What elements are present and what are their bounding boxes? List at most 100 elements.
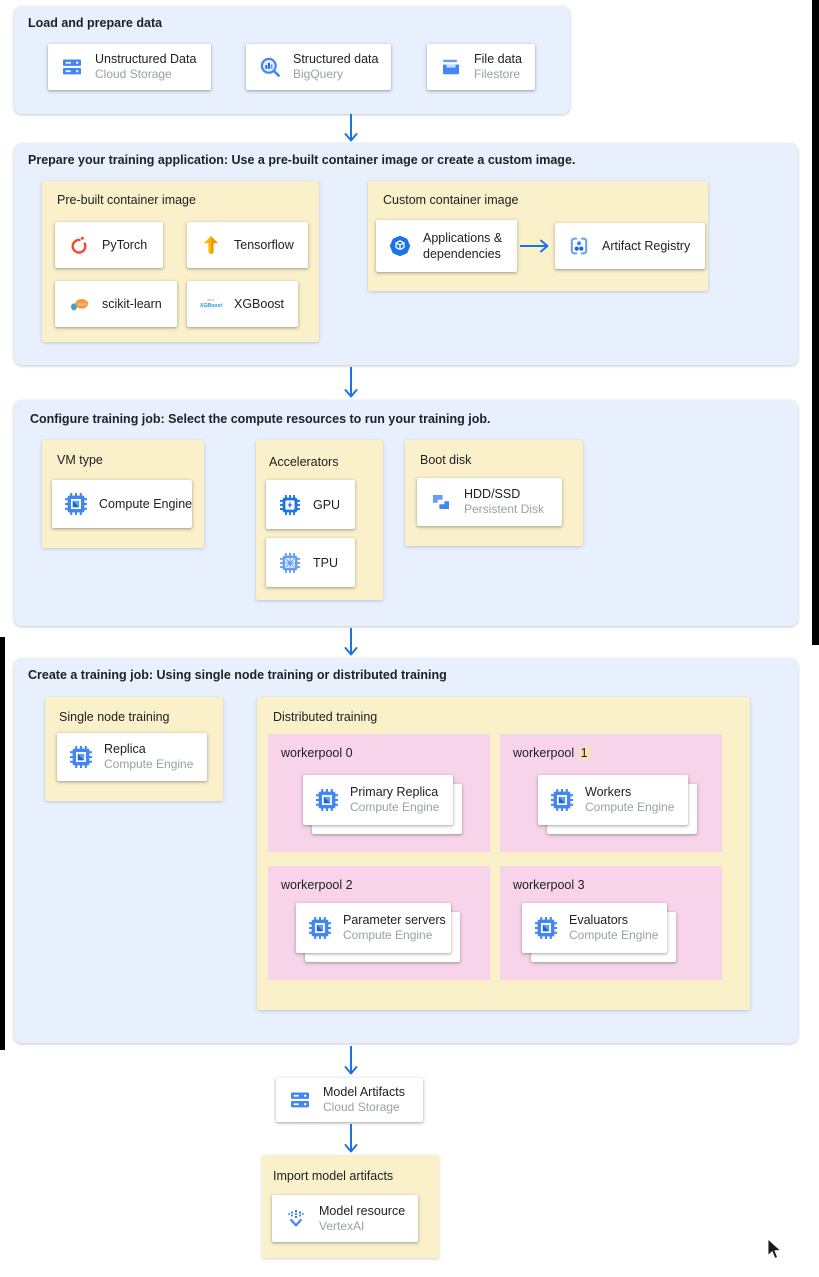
card-gpu: GPU <box>266 480 355 529</box>
card-title: Parameter servers <box>343 913 446 928</box>
section-title: Load and prepare data <box>28 16 163 30</box>
card-subtitle: BigQuery <box>293 67 344 82</box>
card-subtitle: Compute Engine <box>343 928 433 943</box>
card-title: File data <box>474 52 522 67</box>
compute-engine-icon <box>69 745 93 769</box>
card-scikit-learn: scikit-learn <box>55 281 177 327</box>
card-title: Primary Replica <box>350 785 439 800</box>
card-title: XGBoost <box>234 297 285 311</box>
pytorch-icon <box>67 233 91 257</box>
flow-arrow-down <box>344 1124 358 1153</box>
panel-label: Distributed training <box>273 710 378 724</box>
workerpool-1: workerpool 1 Workers Compute Engine <box>500 734 722 852</box>
card-title: GPU <box>313 497 341 512</box>
workerpool-0: workerpool 0 Primary Replica Compute Eng… <box>268 734 490 852</box>
right-edge-artifact <box>812 0 819 645</box>
card-title: Model Artifacts <box>323 1085 405 1100</box>
card-replica: Replica Compute Engine <box>57 733 207 781</box>
filestore-icon <box>439 55 463 79</box>
tpu-icon <box>278 551 302 575</box>
card-title: Evaluators <box>569 913 629 928</box>
card-subtitle: Cloud Storage <box>95 67 172 82</box>
card-title: Applications & dependencies <box>423 231 503 261</box>
card-compute-engine: Compute Engine <box>52 480 192 528</box>
workerpool-3: workerpool 3 Evaluators Compute Engine <box>500 866 722 980</box>
card-model-resource: Model resource VertexAI <box>272 1195 418 1242</box>
workerpool-label: workerpool 0 <box>281 746 353 760</box>
card-hdd-ssd: HDD/SSD Persistent Disk <box>417 478 562 526</box>
card-subtitle: Filestore <box>474 67 521 82</box>
workerpool-label: workerpool 2 <box>281 878 353 892</box>
artifact-registry-icon <box>567 234 591 258</box>
panel-single-node-training: Single node training Replica Compute Eng… <box>45 697 223 801</box>
card-title: Unstructured Data <box>95 52 197 67</box>
card-structured-data: Structured data BigQuery <box>246 44 391 90</box>
card-title: Replica <box>104 742 146 757</box>
compute-engine-icon <box>64 492 88 516</box>
panel-label: Import model artifacts <box>273 1169 394 1183</box>
panel-distributed-training: Distributed training workerpool 0 Primar… <box>257 697 750 1010</box>
section-title: Create a training job: Using single node… <box>28 668 447 682</box>
card-evaluators: Evaluators Compute Engine <box>522 903 667 953</box>
card-subtitle: VertexAI <box>319 1218 365 1233</box>
panel-label: VM type <box>57 453 103 467</box>
card-artifact-registry: Artifact Registry <box>555 223 705 269</box>
section-title: Prepare your training application: Use a… <box>28 153 576 167</box>
card-file-data: File data Filestore <box>427 44 535 90</box>
card-title: PyTorch <box>102 238 148 252</box>
applications-dependencies-icon <box>388 234 412 258</box>
gpu-icon <box>278 493 302 517</box>
panel-custom-container-image: Custom container image Applications & de… <box>368 181 708 291</box>
flow-arrow-down <box>344 1046 358 1075</box>
panel-accelerators: Accelerators GPU TPU <box>256 440 383 600</box>
card-title: TPU <box>313 555 338 570</box>
card-subtitle: Compute Engine <box>585 800 675 815</box>
panel-label: Accelerators <box>269 455 339 469</box>
cloud-storage-icon <box>288 1088 312 1112</box>
section-title: Configure training job: Select the compu… <box>30 412 491 426</box>
card-subtitle: Compute Engine <box>350 800 440 815</box>
compute-engine-icon <box>315 788 339 812</box>
card-title: scikit-learn <box>102 297 162 311</box>
compute-engine-icon <box>534 916 558 940</box>
card-pytorch: PyTorch <box>55 222 163 268</box>
card-subtitle: Compute Engine <box>104 757 194 772</box>
card-parameter-servers: Parameter servers Compute Engine <box>296 903 451 953</box>
section-configure-training-job: Configure training job: Select the compu… <box>14 400 798 626</box>
panel-label: Custom container image <box>383 193 519 207</box>
card-subtitle: Compute Engine <box>569 928 659 943</box>
cloud-storage-icon <box>60 55 84 79</box>
panel-import-model-artifacts: Import model artifacts Model resource Ve… <box>262 1155 439 1258</box>
flow-arrow-down <box>344 367 358 398</box>
compute-engine-icon <box>550 788 574 812</box>
panel-vm-type: VM type Compute Engine <box>42 440 204 548</box>
card-subtitle: Persistent Disk <box>464 502 545 517</box>
card-tensorflow: Tensorflow <box>187 222 308 268</box>
flow-arrow-down <box>344 628 358 656</box>
panel-boot-disk: Boot disk HDD/SSD Persistent Disk <box>405 440 583 546</box>
card-subtitle: Cloud Storage <box>323 1100 400 1115</box>
card-xgboost: XGBoost <box>187 281 298 327</box>
highlighted-number: 1 <box>577 746 591 760</box>
workerpool-label: workerpool 1 <box>513 746 591 760</box>
flow-arrow-right <box>520 239 549 253</box>
card-title: Model resource <box>319 1203 406 1218</box>
section-load-and-prepare-data: Load and prepare data Unstructured Data … <box>14 6 570 114</box>
mouse-cursor <box>767 1238 782 1259</box>
card-primary-replica: Primary Replica Compute Engine <box>303 775 453 825</box>
card-model-artifacts: Model Artifacts Cloud Storage <box>276 1078 423 1122</box>
card-title: Artifact Registry <box>602 239 691 253</box>
workerpool-2: workerpool 2 Parameter servers Compute E… <box>268 866 490 980</box>
card-title: Structured data <box>293 52 379 67</box>
flow-arrow-down <box>344 114 358 142</box>
workerpool-label: workerpool 3 <box>513 878 585 892</box>
persistent-disk-icon <box>429 490 453 514</box>
panel-label: Single node training <box>59 710 170 724</box>
compute-engine-icon <box>308 916 332 940</box>
card-unstructured-data: Unstructured Data Cloud Storage <box>48 44 211 90</box>
card-title: Compute Engine <box>99 497 193 511</box>
left-edge-artifact <box>0 637 5 1050</box>
scikit-learn-icon <box>67 292 91 316</box>
card-tpu: TPU <box>266 538 355 587</box>
